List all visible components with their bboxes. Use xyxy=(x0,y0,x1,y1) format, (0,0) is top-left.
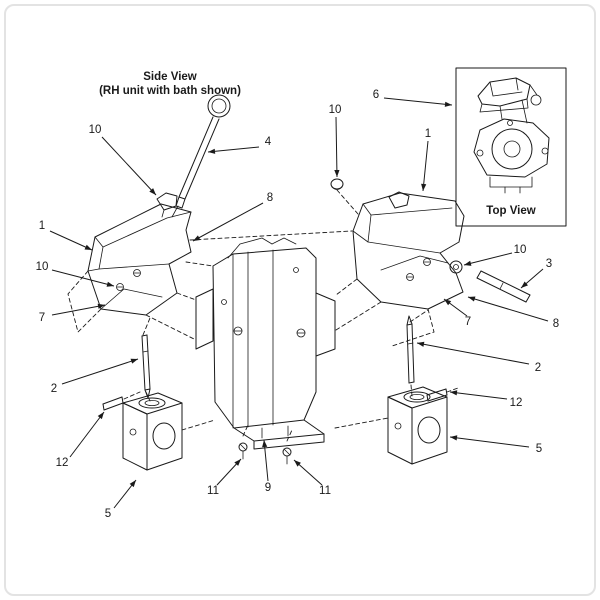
callout-10-15: 10 xyxy=(513,244,527,256)
callout-9-10: 9 xyxy=(264,482,272,494)
callout-7-18: 7 xyxy=(464,316,472,328)
callout-4-1: 4 xyxy=(264,136,272,148)
alignment-dashed-lines xyxy=(67,189,459,442)
leader-arrowhead xyxy=(84,244,92,250)
callout-7-4: 7 xyxy=(38,312,46,324)
leader-arrowhead xyxy=(262,440,268,448)
leader-arrowhead xyxy=(444,101,452,107)
leader-arrowhead xyxy=(208,148,216,154)
leader-arrowhead xyxy=(417,341,425,347)
leader-arrowhead xyxy=(106,281,114,287)
leader-arrowhead xyxy=(464,260,472,266)
leader-arrowhead xyxy=(334,169,340,177)
callout-12-20: 12 xyxy=(509,397,523,409)
left-damper-cube xyxy=(122,392,183,471)
leader-arrowhead xyxy=(149,188,156,195)
callout-2-5: 2 xyxy=(50,383,58,395)
callout-10-12: 10 xyxy=(328,104,342,116)
callout-1-2: 1 xyxy=(38,220,46,232)
top-view-label: Top View xyxy=(486,205,536,217)
callout-10-0: 10 xyxy=(88,124,102,136)
ring-pin xyxy=(171,94,231,218)
callout-11-11: 11 xyxy=(319,485,331,497)
leader-arrowhead xyxy=(450,435,458,441)
leader-arrowhead xyxy=(130,358,138,364)
callout-5-7: 5 xyxy=(104,508,112,520)
callout-1-14: 1 xyxy=(424,128,432,140)
leader-arrowhead xyxy=(421,183,427,191)
callout-8-8: 8 xyxy=(266,192,274,204)
top-view-inset-box xyxy=(455,67,567,227)
right-bracket-assembly xyxy=(352,191,465,310)
leader-arrowhead xyxy=(234,459,241,466)
callout-leader-arrows xyxy=(49,97,549,509)
leader-arrowhead xyxy=(521,281,528,288)
right-lift-rod xyxy=(406,315,415,384)
leader-arrowhead xyxy=(450,390,458,396)
right-roll-pin xyxy=(426,388,448,402)
leader-arrowhead xyxy=(97,303,105,309)
top-view-inset xyxy=(455,67,567,227)
callout-12-6: 12 xyxy=(55,457,69,469)
right-damper-cube xyxy=(387,386,448,465)
side-view-subtitle: (RH unit with bath shown) xyxy=(99,85,241,97)
left-bracket-assembly xyxy=(87,192,192,316)
side-rod xyxy=(476,270,531,303)
leader-arrowhead xyxy=(193,235,201,241)
callout-8-17: 8 xyxy=(552,318,560,330)
leader-arrowhead xyxy=(294,460,301,467)
mount-screws xyxy=(238,442,292,465)
leader-arrowhead xyxy=(97,412,104,420)
leader-arrowhead xyxy=(129,480,136,488)
center-chassis xyxy=(195,237,336,450)
left-lift-rod xyxy=(141,334,151,399)
callout-6-13: 6 xyxy=(372,89,380,101)
callout-5-21: 5 xyxy=(535,443,543,455)
callout-11-9: 11 xyxy=(207,485,219,497)
side-view-title: Side View xyxy=(143,71,197,83)
callout-10-3: 10 xyxy=(35,261,49,273)
shoulder-bolt xyxy=(449,260,463,274)
leader-arrowhead xyxy=(444,299,452,306)
callout-2-19: 2 xyxy=(534,362,542,374)
leader-arrowhead xyxy=(468,296,476,302)
left-roll-pin xyxy=(102,396,124,411)
callout-3-16: 3 xyxy=(545,258,553,270)
cap-plug xyxy=(330,178,344,190)
